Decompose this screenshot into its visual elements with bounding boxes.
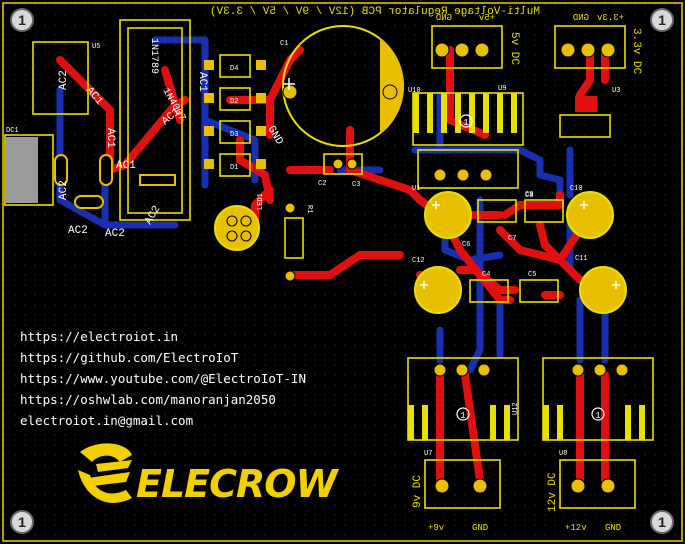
refdes-c2: C2	[318, 180, 326, 188]
out5-plus-mirrored: +5v	[478, 13, 495, 23]
part-label-1n4007: 1N1789	[148, 38, 159, 74]
through-hole-pads	[226, 42, 629, 494]
link-oshwlab[interactable]: https://oshwlab.com/manoranjan2050	[20, 392, 276, 407]
out9-gnd: GND	[472, 523, 488, 533]
silkscreen-outlines	[4, 19, 654, 509]
fiducial-label-u12: 1	[460, 411, 465, 421]
refdes-u7: U7	[424, 450, 432, 458]
out33-dc-label: 3.3v DC	[630, 28, 642, 75]
connector-labels: GND +5v 5v DC GND +3.3v 3.3v DC 9v DC +9…	[412, 13, 642, 533]
heatsink-fiducials	[456, 114, 605, 421]
brand-wordmark: ELECROW	[136, 462, 337, 506]
link-website[interactable]: https://electroiot.in	[20, 329, 179, 344]
out5-dc-label: 5v DC	[508, 32, 520, 65]
out33-plus-mirrored: +3.3v	[596, 13, 624, 23]
refdes-u3: U3	[612, 87, 620, 95]
refdes-d4: D4	[230, 65, 238, 73]
fiducial-label-u10: 1	[463, 118, 468, 128]
fiducial-label-u8: 1	[595, 411, 600, 421]
link-github[interactable]: https://github.com/ElectroIoT	[20, 350, 239, 365]
refdes-led1: LED1	[257, 193, 265, 210]
refdes-c4: C4	[482, 271, 490, 279]
refdes-c8: C8	[525, 192, 533, 200]
oval-pads	[54, 154, 176, 209]
net-label-ac1-5: AC1	[196, 72, 208, 92]
refdes-c3: C3	[352, 181, 360, 189]
refdes-u1: U1	[412, 185, 420, 193]
net-label-ac2-4: AC2	[105, 228, 125, 240]
refdes-c11: C11	[575, 255, 588, 263]
out12-plus: +12v	[565, 523, 587, 533]
refdes-r1: R1	[305, 205, 313, 213]
board-title-mirrored: Multi-Voltage Regulator PCB (12V / 9V / …	[210, 6, 540, 18]
out12-gnd: GND	[605, 523, 621, 533]
out9-dc-label: 9v DC	[412, 475, 424, 508]
polarity-marks	[283, 78, 620, 289]
dc-jack-body	[5, 137, 38, 203]
refdes-u9: U9	[498, 85, 506, 93]
link-youtube[interactable]: https://www.youtube.com/@ElectroIoT-IN	[20, 371, 306, 386]
refdes-dc1: DC1	[6, 127, 19, 135]
refdes-d1: D1	[230, 164, 238, 172]
refdes-u10: U10	[408, 87, 421, 95]
refdes-c12: C12	[412, 257, 425, 265]
refdes-c7: C7	[508, 235, 516, 243]
out9-plus: +9v	[428, 523, 445, 533]
refdes-d2: D2	[230, 98, 238, 106]
copper-pad-u3	[575, 96, 597, 112]
net-label-ac2-1: AC2	[58, 70, 70, 90]
corner-label-tl: 1	[18, 12, 26, 28]
net-label-ac1-3: AC1	[104, 128, 116, 148]
net-label-ac1-1: AC1	[116, 160, 136, 172]
refdes-d3: D3	[230, 131, 238, 139]
elecrow-logo-emblem	[78, 443, 132, 503]
link-email[interactable]: electroiot.in@gmail.com	[20, 413, 194, 428]
refdes-c9: C9	[525, 191, 533, 199]
heatsink-fins	[408, 93, 645, 440]
corner-label-bl: 1	[18, 514, 26, 530]
refdes-c10: C10	[570, 185, 583, 193]
net-label-ac2-3: AC2	[68, 225, 88, 237]
corner-label-br: 1	[658, 514, 666, 530]
net-label-ac2-2: AC2	[58, 180, 70, 200]
corner-mounting-holes	[10, 8, 674, 534]
diode-pads	[204, 60, 266, 169]
out12-dc-label: 12v DC	[547, 472, 559, 512]
refdes-u5: U5	[92, 43, 100, 51]
reference-designators: U5 DC1 C1 U10 U9 U1 U3 D4 D2 D3 D1 C2 C3…	[6, 40, 620, 458]
refdes-c5: C5	[528, 271, 536, 279]
refdes-c6: C6	[462, 241, 470, 249]
out5-gnd-mirrored: GND	[436, 13, 452, 23]
corner-label-tr: 1	[658, 12, 666, 28]
refdes-u8: U8	[559, 450, 567, 458]
refdes-u12: U12	[512, 402, 520, 415]
contact-links: https://electroiot.in https://github.com…	[20, 326, 306, 431]
refdes-c1: C1	[280, 40, 288, 48]
out33-gnd: GND	[573, 13, 589, 23]
